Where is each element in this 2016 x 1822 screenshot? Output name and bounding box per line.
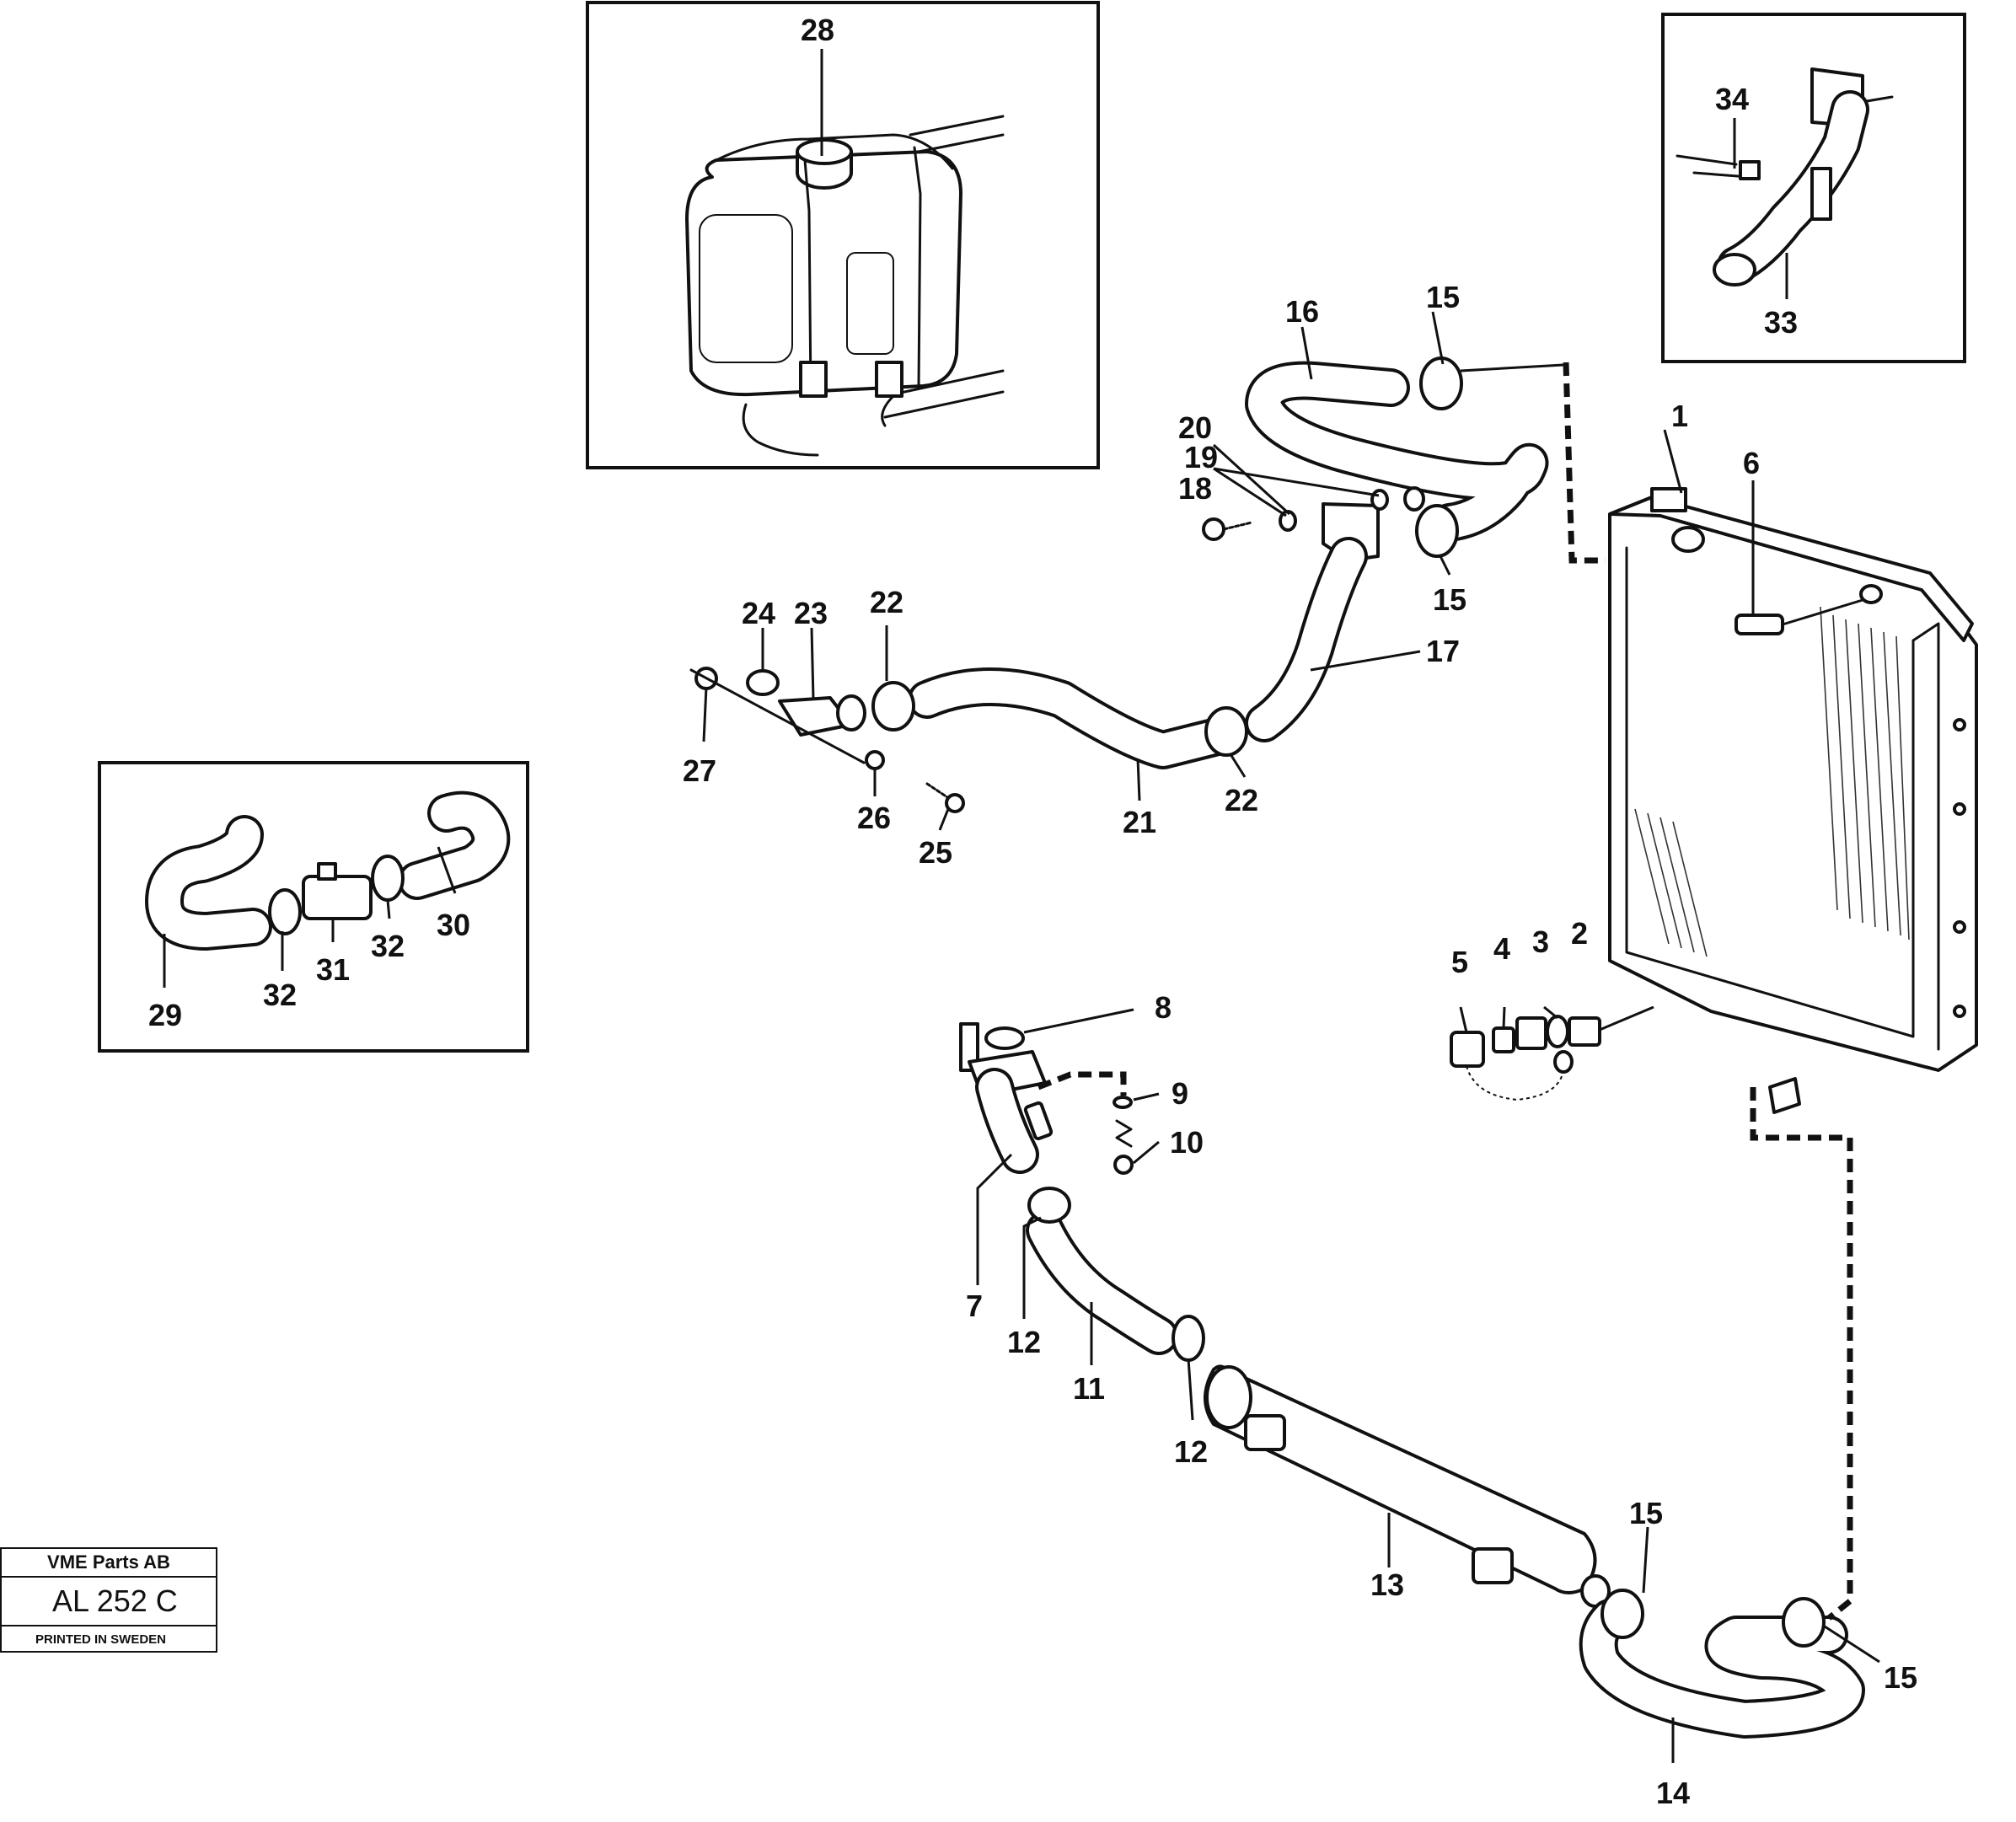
- callout-20: 20: [1178, 410, 1212, 445]
- inset-expansion-tank: [586, 1, 1100, 469]
- hose-21: [908, 667, 1233, 769]
- drain-cock-assembly: [1450, 1005, 1654, 1101]
- clamps-22: [871, 681, 1248, 757]
- callout-15c: 15: [1629, 1496, 1663, 1530]
- callout-16: 16: [1285, 294, 1319, 329]
- callout-25: 25: [919, 835, 952, 870]
- fittings-24-27: [689, 667, 965, 813]
- callout-26: 26: [857, 801, 891, 835]
- callout-15a: 15: [1426, 280, 1460, 314]
- callout-34: 34: [1715, 82, 1749, 116]
- clamps-15-upper: [1415, 356, 1463, 558]
- callout-2: 2: [1571, 916, 1588, 951]
- callout-32b: 32: [371, 929, 405, 963]
- callout-33: 33: [1764, 305, 1798, 340]
- radiator-core-hatching: [1634, 606, 1910, 957]
- title-block: VME Parts AB AL 252 C PRINTED IN SWEDEN: [0, 1547, 217, 1653]
- callout-29: 29: [148, 998, 182, 1032]
- callout-32a: 32: [263, 978, 297, 1012]
- callout-18: 18: [1178, 471, 1212, 506]
- callout-15d: 15: [1884, 1660, 1917, 1695]
- clamps-12: [1027, 1187, 1205, 1362]
- title-block-drawing-number: AL 252 C: [2, 1578, 216, 1626]
- lower-hose-14: [1579, 1599, 1865, 1739]
- callout-5: 5: [1451, 945, 1468, 979]
- callout-11: 11: [1073, 1371, 1105, 1406]
- title-block-printed: PRINTED IN SWEDEN: [35, 1632, 167, 1647]
- leader-lines: [163, 49, 1880, 1763]
- callout-12b: 12: [1174, 1434, 1208, 1469]
- inset-pipe-bracket: [1661, 13, 1966, 363]
- callout-17: 17: [1426, 634, 1460, 668]
- callout-23: 23: [794, 596, 828, 630]
- callout-8: 8: [1155, 990, 1172, 1025]
- hose-11: [1026, 1211, 1178, 1355]
- title-block-company: VME Parts AB: [2, 1549, 216, 1578]
- callout-9: 9: [1172, 1076, 1188, 1111]
- gasket-8: [984, 1026, 1025, 1050]
- callout-30: 30: [437, 908, 470, 942]
- sensor-part-6: [1735, 598, 1863, 635]
- radiator: [1608, 487, 1978, 1114]
- callout-4: 4: [1493, 931, 1510, 966]
- callout-6: 6: [1743, 446, 1760, 480]
- callout-27: 27: [683, 753, 716, 788]
- callout-labels: 1 2 3 4 5 6 7 8 9 10 11 12 12 13 14 15 1…: [148, 13, 1917, 1810]
- callout-22b: 22: [1225, 783, 1258, 817]
- bolt-9-10: [1113, 1096, 1134, 1175]
- callout-22a: 22: [870, 585, 903, 619]
- callout-7: 7: [966, 1289, 983, 1323]
- callout-15b: 15: [1433, 582, 1466, 617]
- bolts-18-20: [1202, 486, 1425, 541]
- dashed-connections: [1037, 362, 1853, 1621]
- callout-10: 10: [1170, 1125, 1204, 1160]
- callout-13: 13: [1370, 1567, 1404, 1602]
- callout-1: 1: [1671, 399, 1688, 433]
- callout-14: 14: [1656, 1776, 1690, 1810]
- hose-17: [1245, 502, 1380, 742]
- callout-21: 21: [1123, 805, 1156, 839]
- upper-hose-16: [1245, 361, 1549, 542]
- callout-28: 28: [801, 13, 834, 47]
- clamps-15-lower: [1600, 1589, 1826, 1648]
- callout-12a: 12: [1007, 1325, 1041, 1359]
- callout-3: 3: [1532, 924, 1549, 959]
- callout-24: 24: [742, 596, 775, 630]
- inset-hose-set: [98, 761, 529, 1053]
- oil-cooler-13: [1204, 1364, 1611, 1608]
- callout-31: 31: [316, 952, 350, 987]
- callout-19: 19: [1184, 440, 1218, 474]
- fitting-23: [778, 694, 866, 737]
